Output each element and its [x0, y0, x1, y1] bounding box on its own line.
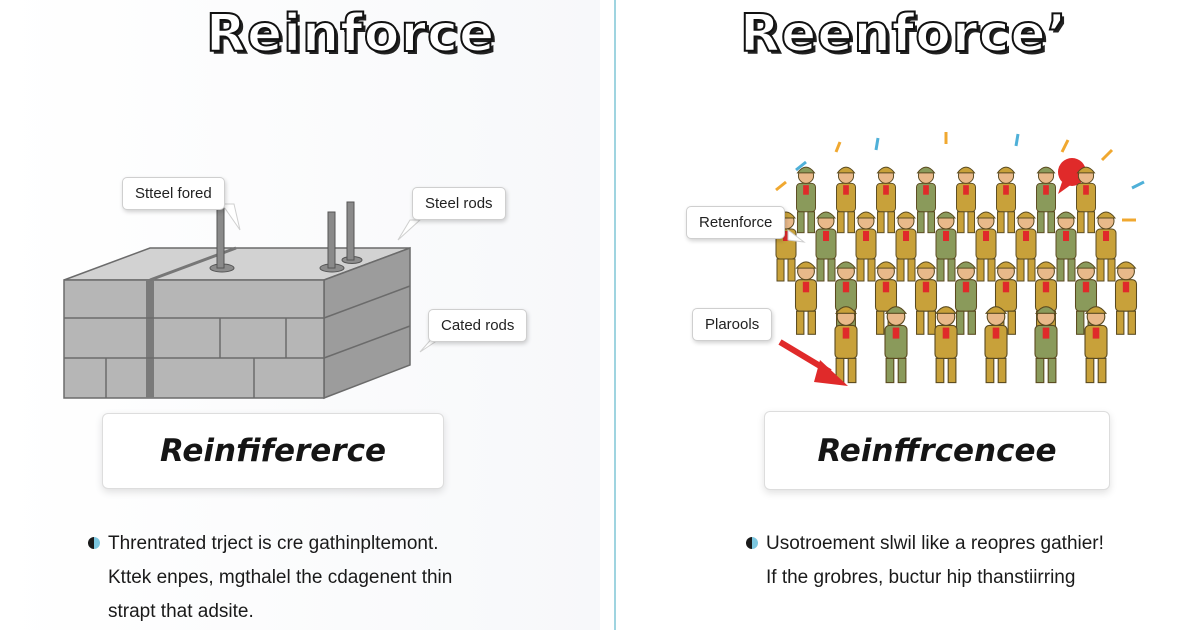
callout-cated-rods: Cated rods [428, 309, 528, 342]
soldier-icon [975, 211, 997, 282]
brick-wall-icon [63, 246, 411, 400]
soldier-icon [884, 306, 908, 384]
soldier-icon [855, 211, 877, 282]
callout-plarools: Plarools [692, 308, 773, 341]
soldier-icon [815, 211, 837, 282]
left-bullet-line-1: Threntrated trject is cre gathinpltemont… [108, 533, 439, 554]
soldier-icon [954, 261, 978, 335]
right-bullet-line-1: Usotroement slwil like a reopres gathier… [766, 533, 1104, 554]
soldier-icon [794, 261, 818, 335]
soldier-icon [914, 261, 938, 335]
left-bullet-text: Threntrated trject is cre gathinpltemont… [88, 527, 453, 629]
callout-steel-rods: Steel rods [412, 187, 506, 220]
soldier-icon [876, 166, 896, 234]
soldier-icon [1095, 211, 1117, 282]
callout-retenforce: Retenforce [686, 206, 786, 239]
soldier-icon [1015, 211, 1037, 282]
soldier-icon [1114, 261, 1138, 335]
soldier-icon [916, 166, 936, 234]
soldier-icon [1034, 306, 1058, 384]
soldier-icon [895, 211, 917, 282]
left-panel: Reinforce Stteel fored S [0, 0, 600, 630]
right-bullet-text: Usotroement slwil like a reopres gathier… [746, 527, 1104, 595]
bullet-dot-icon [746, 537, 758, 549]
soldier-icon [1055, 211, 1077, 282]
bullet-dot-icon [88, 537, 100, 549]
panel-divider [614, 0, 616, 630]
left-title: Reinforce [205, 3, 496, 65]
soldier-icon [796, 166, 816, 234]
soldier-icon [934, 306, 958, 384]
right-label-box: Reinffrcencee [764, 411, 1110, 490]
left-bullet-line-2: Kttek enpes, mgthalel the cdagenent thin [108, 567, 453, 588]
right-panel: Reenforce’ Retenforce Plarools Reinffrce… [616, 0, 1200, 630]
callout-steel-fored: Stteel fored [122, 177, 225, 210]
burst-lines [775, 132, 1145, 222]
soldier-icon [836, 166, 856, 234]
left-label-box: Reinfiferercе [102, 413, 444, 489]
soldier-icon [1036, 166, 1056, 234]
right-title: Reenforce’ [739, 3, 1068, 65]
soldier-icon [935, 211, 957, 282]
callout-pointers-right [787, 229, 806, 243]
left-bullet-line-3: strapt that adsite. [108, 601, 254, 622]
soldier-icon [1084, 306, 1108, 384]
red-arrow-icon [778, 339, 848, 386]
right-bullet-line-2: If the grobres, buctur hip thanstiirring [766, 567, 1076, 588]
soldier-icon [1076, 166, 1096, 234]
soldier-icon [956, 166, 976, 234]
soldier-icon [834, 306, 858, 384]
soldier-icon [996, 166, 1016, 234]
soldier-crowd [775, 166, 1138, 384]
soldier-icon [984, 306, 1008, 384]
